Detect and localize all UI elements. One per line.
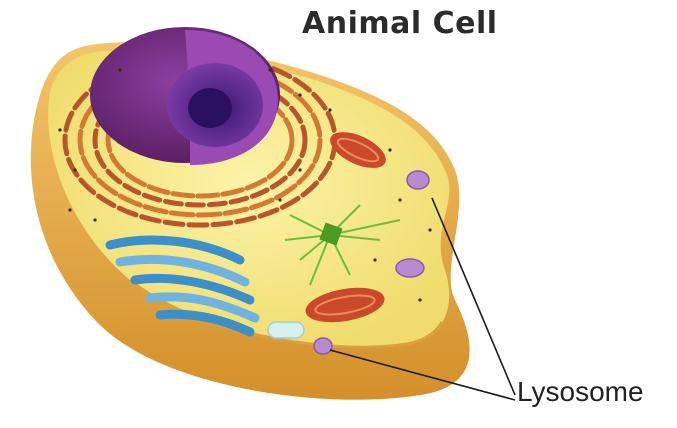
lysosome-label: Lysosome [517, 376, 644, 408]
vesicle [268, 322, 304, 338]
